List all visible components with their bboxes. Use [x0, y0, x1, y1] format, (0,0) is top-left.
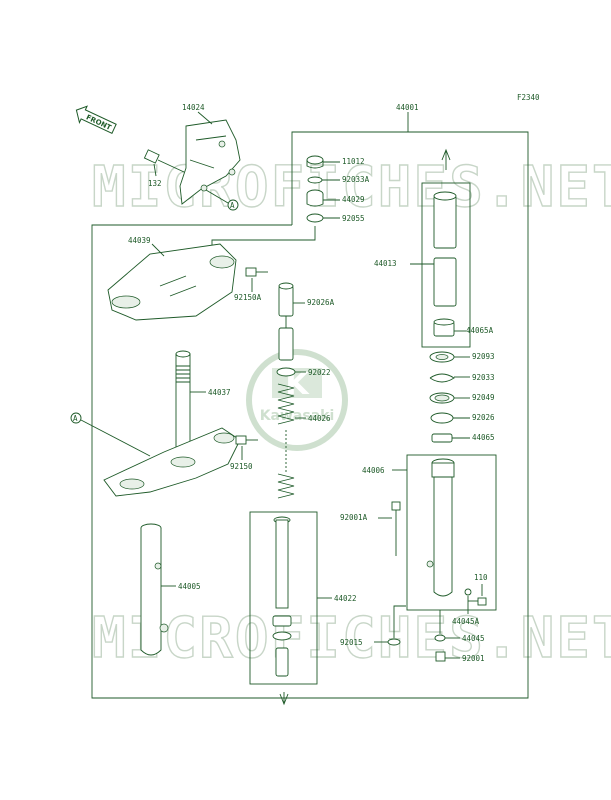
oring-92055 — [306, 213, 324, 223]
label-92150a: 92150A — [234, 293, 262, 302]
part-labels: 14024 132 44001 11012 92033A 44029 92055… — [73, 103, 495, 663]
label-92150: 92150 — [230, 462, 253, 471]
label-44065: 44065 — [472, 433, 495, 442]
ring-92033a — [307, 176, 323, 184]
label-92001: 92001 — [462, 654, 485, 663]
label-92015: 92015 — [340, 638, 363, 647]
plug-44029 — [306, 189, 324, 207]
label-92001a: 92001A — [340, 513, 368, 522]
label-ref-a-top: A — [230, 201, 235, 210]
tube-upper-small — [278, 327, 294, 361]
bolt-92150a — [245, 267, 268, 277]
outer-tube-44006 — [426, 458, 455, 597]
logo-text: Kawasaki — [260, 408, 335, 424]
label-44001: 44001 — [396, 103, 419, 112]
seal-92093 — [429, 351, 455, 363]
label-44045a: 44045A — [452, 617, 480, 626]
label-44029: 44029 — [342, 195, 365, 204]
bolt-92001a — [391, 501, 401, 528]
outer-tube-box — [406, 454, 497, 611]
label-44026: 44026 — [308, 414, 331, 423]
label-44022: 44022 — [334, 594, 357, 603]
spacer-92026a — [278, 282, 294, 317]
label-92026: 92026 — [472, 413, 495, 422]
label-132: 132 — [148, 179, 162, 188]
label-92055: 92055 — [342, 214, 365, 223]
label-92049: 92049 — [472, 393, 495, 402]
front-arrow-icon: FRONT — [75, 105, 117, 134]
bolt-132 — [143, 149, 185, 173]
upper-bracket-44039 — [107, 243, 237, 321]
watermark-bottom: MICROFICHES.NET — [92, 606, 611, 671]
screw-110 — [468, 597, 487, 606]
bushing-44065 — [431, 433, 453, 443]
label-44039: 44039 — [128, 236, 151, 245]
seal-92049 — [429, 392, 455, 404]
washer-44045 — [434, 634, 446, 642]
bolt-92150 — [235, 435, 258, 445]
stem-44037 — [103, 350, 241, 497]
label-110: 110 — [474, 573, 488, 582]
watermark-top: MICROFICHES.NET — [92, 155, 611, 220]
label-11012: 11012 — [342, 157, 365, 166]
label-14024: 14024 — [182, 103, 205, 112]
page-code: F2340 — [517, 93, 540, 102]
cap-11012 — [306, 155, 324, 169]
label-44005: 44005 — [178, 582, 201, 591]
spring-44026 — [277, 383, 295, 499]
label-44013: 44013 — [374, 259, 397, 268]
fork-leg-44005 — [140, 523, 169, 656]
bolt-92001 — [435, 651, 446, 662]
inner-tube-box — [421, 182, 471, 348]
kawasaki-logo: K Kawasaki — [246, 349, 348, 451]
clip-92033 — [429, 373, 455, 383]
washer-44045a — [464, 588, 472, 596]
ref-a-left — [70, 412, 82, 424]
label-44006: 44006 — [362, 466, 385, 475]
label-44045: 44045 — [462, 634, 485, 643]
ref-a-top — [227, 199, 239, 211]
bushing-44065a — [433, 318, 455, 337]
label-92026a: 92026A — [307, 298, 335, 307]
rod-44022 — [272, 516, 292, 677]
bracket-14024 — [179, 119, 241, 205]
assembly-frame — [91, 131, 529, 699]
label-92093: 92093 — [472, 352, 495, 361]
washer-92015 — [387, 638, 401, 646]
label-92033a: 92033A — [342, 175, 370, 184]
washer-92026 — [430, 412, 454, 424]
label-44065a: 44065A — [466, 326, 494, 335]
label-92033: 92033 — [472, 373, 495, 382]
label-44037: 44037 — [208, 388, 231, 397]
washer-92022 — [276, 367, 296, 377]
label-ref-a-left: A — [73, 414, 78, 423]
label-92022: 92022 — [308, 368, 331, 377]
inner-tube-44013 — [433, 191, 457, 307]
